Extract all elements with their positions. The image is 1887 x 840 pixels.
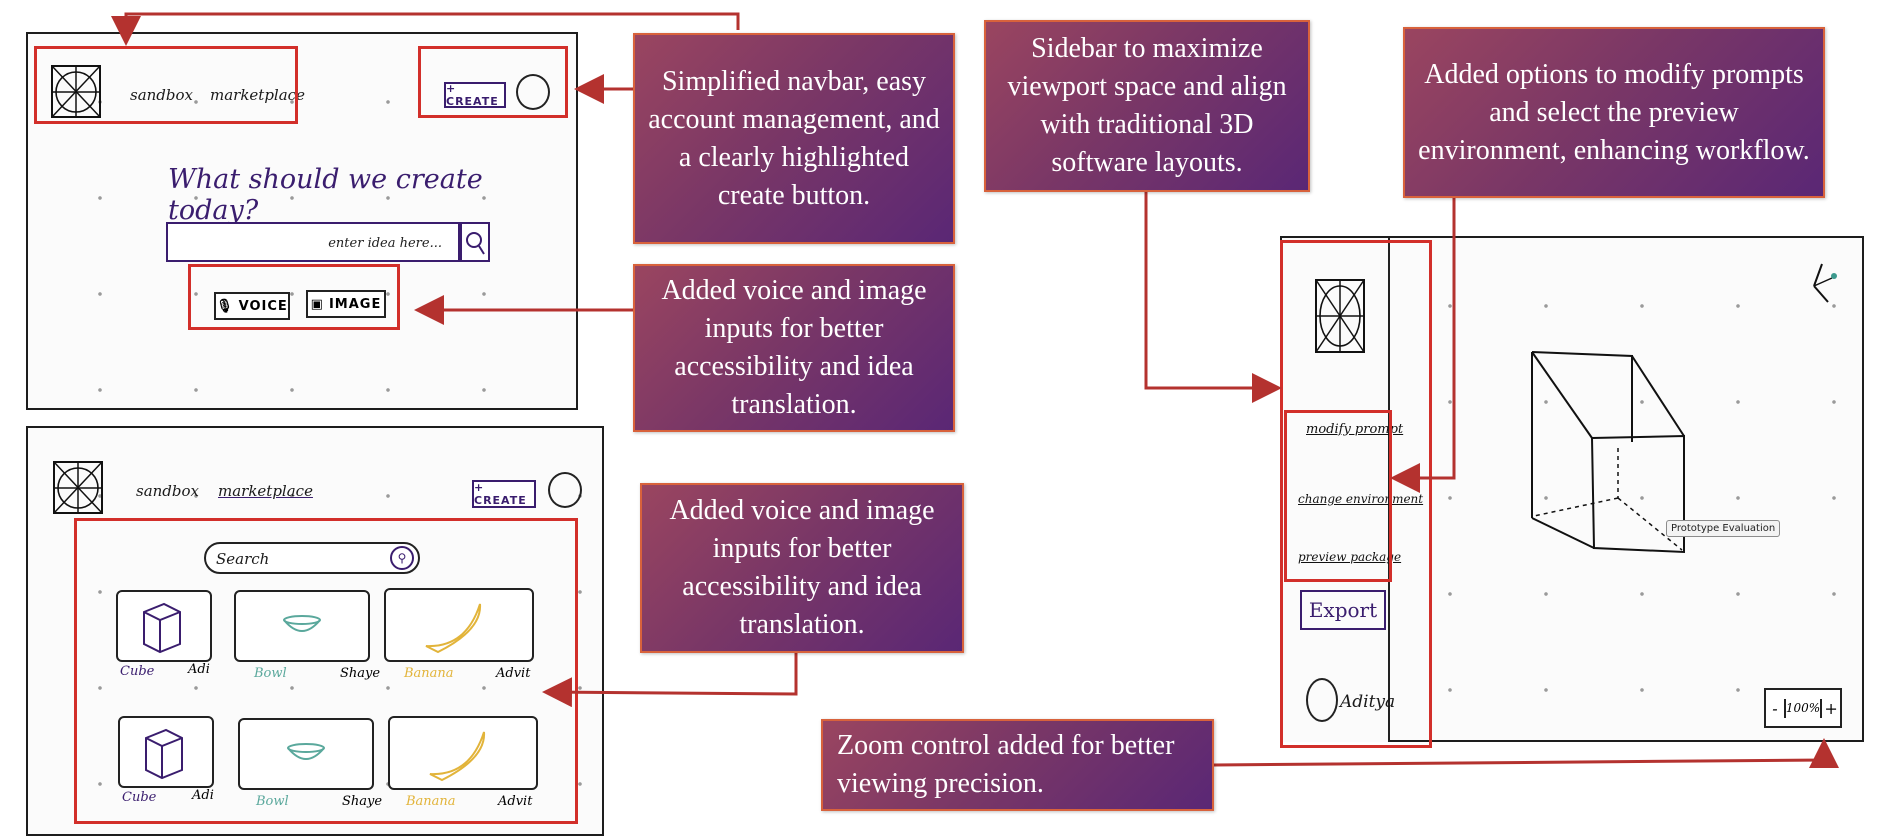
- home-sketch-panel: sandbox marketplace + CREATE What should…: [26, 32, 578, 410]
- wireframe-cube: [1531, 351, 1685, 554]
- create-button[interactable]: + CREATE: [444, 82, 506, 108]
- model-card[interactable]: [116, 590, 212, 662]
- bowl-thumbnail: [287, 743, 325, 760]
- highlight-navbar-right: [418, 46, 568, 118]
- nav-link-marketplace[interactable]: marketplace: [210, 86, 305, 104]
- model-card[interactable]: [388, 716, 538, 790]
- idea-input[interactable]: enter idea here...: [166, 222, 460, 262]
- image-icon: ▣: [310, 296, 324, 312]
- page-heading: What should we create today?: [168, 164, 483, 226]
- create-button[interactable]: + CREATE: [472, 480, 536, 508]
- card-author: Advit: [496, 666, 531, 681]
- callout-sidebar: Sidebar to maximize viewport space and a…: [984, 20, 1310, 192]
- search-icon[interactable]: ⚲: [390, 546, 414, 570]
- highlight-navbar-left: [34, 46, 298, 124]
- callout-options: Added options to modify prompts and sele…: [1403, 27, 1825, 198]
- card-author: Adi: [192, 788, 214, 803]
- image-button-label: IMAGE: [328, 296, 382, 312]
- nav-link-sandbox[interactable]: sandbox: [136, 482, 199, 500]
- zoom-control: - 100% +: [1764, 688, 1842, 728]
- highlight-sidebar-options: [1284, 410, 1392, 582]
- highlight-sidebar: [1280, 240, 1432, 748]
- logo-icon: [1314, 278, 1366, 354]
- callout-voice-image-2: Added voice and image inputs for better …: [640, 483, 964, 653]
- voice-button[interactable]: 🎙 VOICE: [214, 292, 290, 320]
- card-author: Shaye: [342, 794, 383, 809]
- card-author: Advit: [498, 794, 533, 809]
- microphone-icon: 🎙: [216, 298, 234, 314]
- image-button[interactable]: ▣ IMAGE: [306, 290, 386, 318]
- model-card[interactable]: [234, 590, 370, 662]
- nav-link-sandbox[interactable]: sandbox: [130, 86, 193, 104]
- tooltip: Prototype Evaluation: [1666, 520, 1781, 537]
- export-button[interactable]: Export: [1300, 590, 1386, 630]
- search-icon: [466, 232, 485, 255]
- viewer-sketch-panel: modify prompt change environment preview…: [1280, 236, 1864, 742]
- modify-prompt-link[interactable]: modify prompt: [1306, 422, 1404, 437]
- callout-navbar: Simplified navbar, easy account manageme…: [633, 33, 955, 244]
- logo-icon: [50, 64, 102, 119]
- marketplace-sketch-panel: sandbox marketplace + CREATE Search ⚲ Cu…: [26, 426, 604, 836]
- zoom-in-button[interactable]: +: [1820, 698, 1840, 718]
- highlight-marketplace-grid: [74, 518, 578, 824]
- search-placeholder: Search: [216, 550, 270, 568]
- card-author: Shaye: [340, 666, 381, 681]
- search-bar[interactable]: Search ⚲: [204, 542, 420, 574]
- model-card[interactable]: [118, 716, 214, 788]
- card-title: Bowl: [256, 794, 289, 809]
- zoom-level: 100%: [1785, 701, 1821, 715]
- callout-voice-image-1: Added voice and image inputs for better …: [633, 264, 955, 432]
- model-card[interactable]: [384, 588, 534, 662]
- callout-zoom: Zoom control added for better viewing pr…: [821, 719, 1214, 811]
- search-submit-button[interactable]: [460, 222, 490, 262]
- axis-gizmo-icon: [1813, 263, 1837, 303]
- account-avatar[interactable]: [516, 74, 550, 110]
- model-card[interactable]: [238, 718, 374, 790]
- cube-thumbnail: [145, 728, 183, 780]
- user-name: Aditya: [1340, 692, 1396, 712]
- account-avatar[interactable]: [548, 472, 582, 508]
- card-author: Adi: [188, 662, 210, 677]
- zoom-out-button[interactable]: -: [1766, 698, 1786, 718]
- card-title: Cube: [122, 790, 157, 805]
- highlight-voice-image: [188, 264, 400, 330]
- preview-package-link[interactable]: preview package: [1298, 550, 1402, 564]
- nav-link-marketplace[interactable]: marketplace: [218, 482, 313, 500]
- banana-thumbnail: [429, 731, 486, 782]
- banana-thumbnail: [425, 603, 482, 654]
- card-title: Bowl: [254, 666, 287, 681]
- card-title: Banana: [404, 666, 454, 681]
- cube-thumbnail: [143, 602, 181, 654]
- card-title: Cube: [120, 664, 155, 679]
- voice-button-label: VOICE: [238, 298, 288, 314]
- logo-icon: [52, 460, 104, 515]
- bowl-thumbnail: [283, 615, 321, 632]
- card-title: Banana: [406, 794, 456, 809]
- idea-input-placeholder: enter idea here...: [328, 236, 442, 251]
- user-avatar[interactable]: [1306, 678, 1338, 722]
